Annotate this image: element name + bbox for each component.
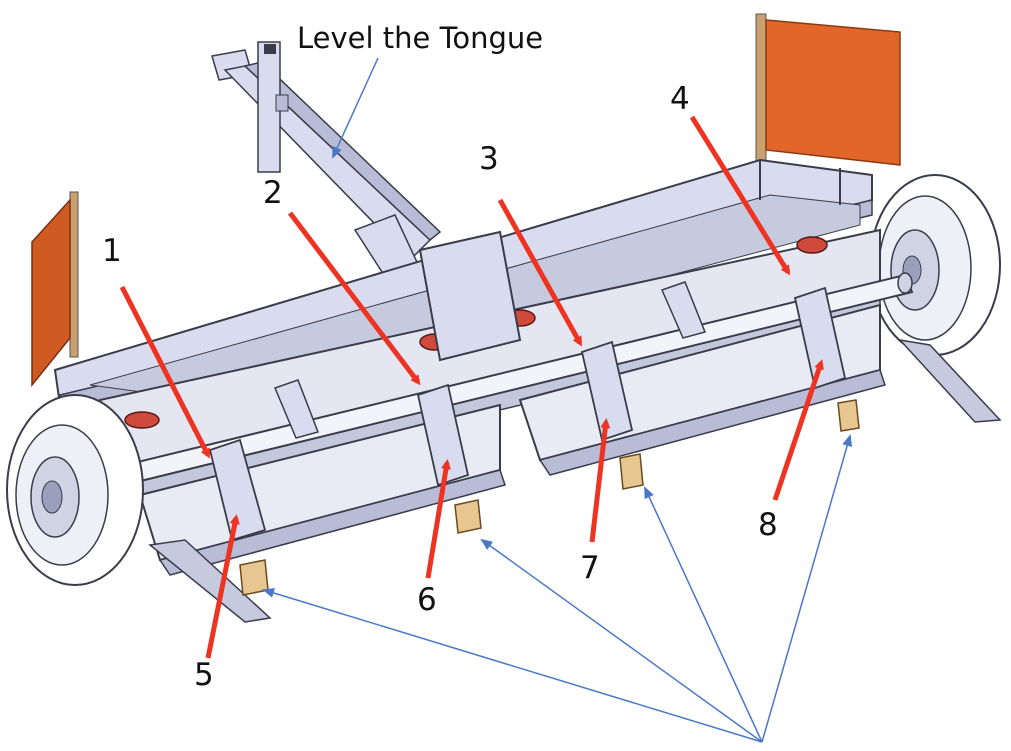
- brackets: [208, 281, 847, 542]
- callout-arrow-3: [497, 198, 583, 347]
- callout-arrow-5: [205, 514, 240, 659]
- callout-arrow-2: [288, 211, 421, 386]
- wheel-left: [6, 394, 144, 586]
- callout-arrow-7: [589, 418, 611, 543]
- block-pointer-line-1: [262, 588, 763, 743]
- frame: [53, 158, 1002, 623]
- blue-pointer-lines: [262, 57, 853, 743]
- callout-label-6: 6: [417, 582, 437, 618]
- tongue-pointer-line: [332, 57, 379, 159]
- callout-label-5: 5: [194, 657, 214, 693]
- flag-right: [755, 13, 901, 175]
- wheel-right: [869, 174, 1001, 356]
- callout-label-2: 2: [263, 175, 283, 211]
- block-pointer-line-2: [480, 538, 763, 743]
- callout-arrow-6: [425, 459, 451, 579]
- level-tongue-label: Level the Tongue: [297, 21, 544, 55]
- block-pointer-line-3: [644, 486, 763, 743]
- red-callout-arrows: [119, 115, 824, 659]
- callout-label-1: 1: [102, 233, 122, 269]
- callout-label-7: 7: [580, 550, 600, 586]
- callout-label-8: 8: [758, 507, 778, 543]
- callout-label-3: 3: [479, 141, 499, 177]
- callout-arrow-8: [772, 359, 824, 501]
- block-pointer-line-4: [761, 434, 853, 743]
- callout-label-4: 4: [670, 81, 690, 117]
- flag-left: [31, 191, 79, 388]
- wood-blocks: [239, 399, 860, 596]
- callout-arrow-1: [119, 285, 211, 459]
- callout-arrow-4: [689, 115, 791, 276]
